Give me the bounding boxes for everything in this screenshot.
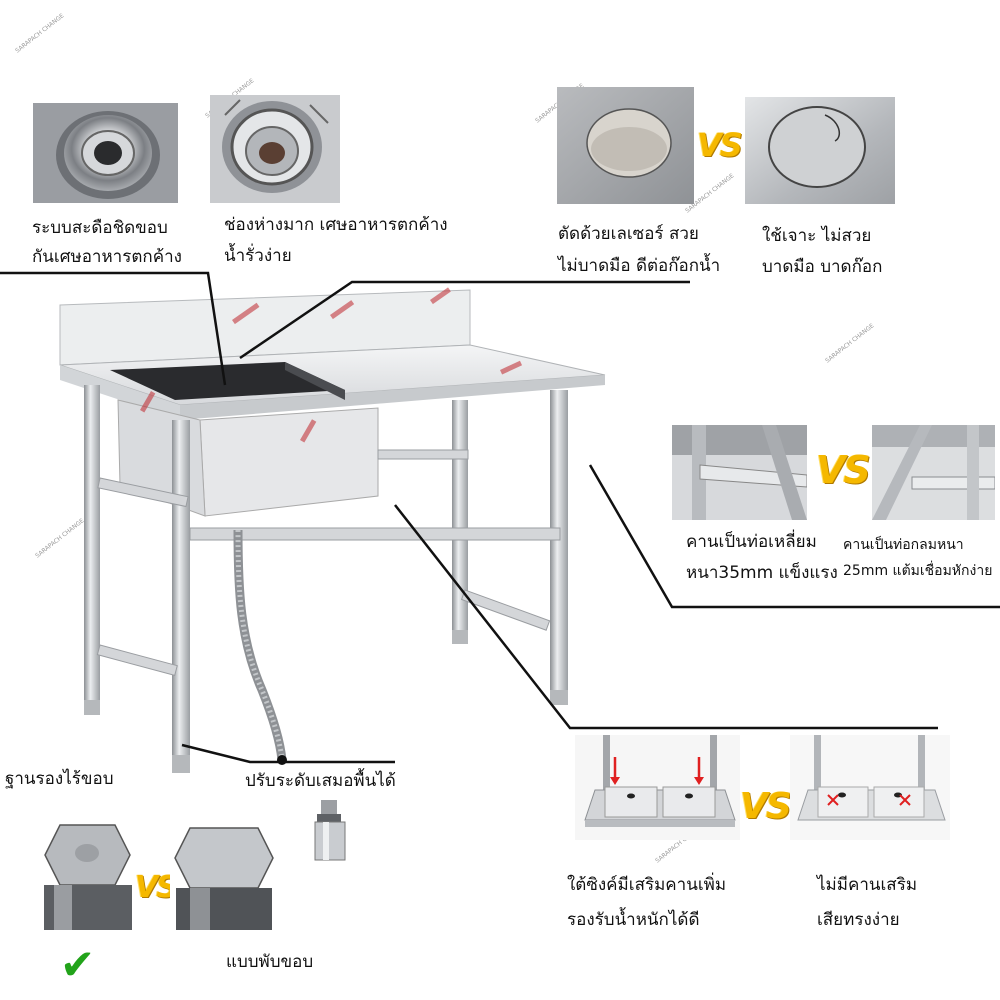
drill-caption-1: ใช้เจาะ ไม่สวย	[762, 226, 872, 246]
square-beam-caption-1: คานเป็นท่อเหลี่ยม	[686, 532, 817, 552]
leveling-caption: ปรับระดับเสมอพื้นได้	[245, 771, 396, 791]
laser-cut-photo	[557, 87, 694, 204]
drain-bad-caption-1: ช่องห่างมาก เศษอาหารตกค้าง	[224, 215, 448, 235]
no-support-caption-1: ไม่มีคานเสริม	[817, 875, 918, 895]
drain-good-caption-2: กันเศษอาหารตกค้าง	[32, 247, 182, 267]
watermark: SARAPACH CHANGE	[14, 12, 66, 55]
drain-bad-photo	[210, 95, 340, 203]
vs-badge: VS	[697, 126, 743, 164]
foot-nofold-photo	[170, 818, 278, 930]
laser-caption-1: ตัดด้วยเลเซอร์ สวย	[558, 224, 699, 244]
without-support-photo	[790, 735, 950, 840]
support-caption-2: รองรับน้ำหนักได้ดี	[567, 910, 700, 930]
foot-fold-photo	[40, 815, 135, 930]
drain-bad-caption-2: น้ำรั่วง่าย	[224, 246, 292, 266]
laser-caption-2: ไม่บาดมือ ดีต่อก๊อกน้ำ	[558, 256, 721, 276]
round-beam-photo	[872, 425, 995, 520]
drill-caption-2: บาดมือ บาดก๊อก	[762, 257, 883, 277]
check-icon: ✔	[60, 940, 96, 989]
with-support-photo	[575, 735, 740, 840]
leveling-foot-photo	[305, 800, 355, 865]
round-beam-caption-2: 25mm แต้มเชื่อมหักง่าย	[843, 563, 993, 579]
vs-badge: VS	[816, 448, 871, 492]
support-caption-1: ใต้ซิงค์มีเสริมคานเพิ่ม	[567, 875, 727, 895]
drain-good-caption-1: ระบบสะดือชิดขอบ	[32, 218, 168, 238]
fold-caption: แบบพับขอบ	[226, 952, 314, 972]
vs-badge: VS	[740, 786, 792, 827]
sink-illustration	[0, 260, 1000, 800]
drain-good-photo	[33, 103, 178, 203]
round-beam-caption-1: คานเป็นท่อกลมหนา	[843, 537, 964, 553]
no-support-caption-2: เสียทรงง่าย	[817, 910, 900, 930]
drill-cut-photo	[745, 97, 895, 204]
square-beam-caption-2: หนา35mm แข็งแรง	[686, 563, 838, 583]
base-caption: ฐานรองไร้ขอบ	[5, 769, 114, 789]
square-beam-photo	[672, 425, 807, 520]
